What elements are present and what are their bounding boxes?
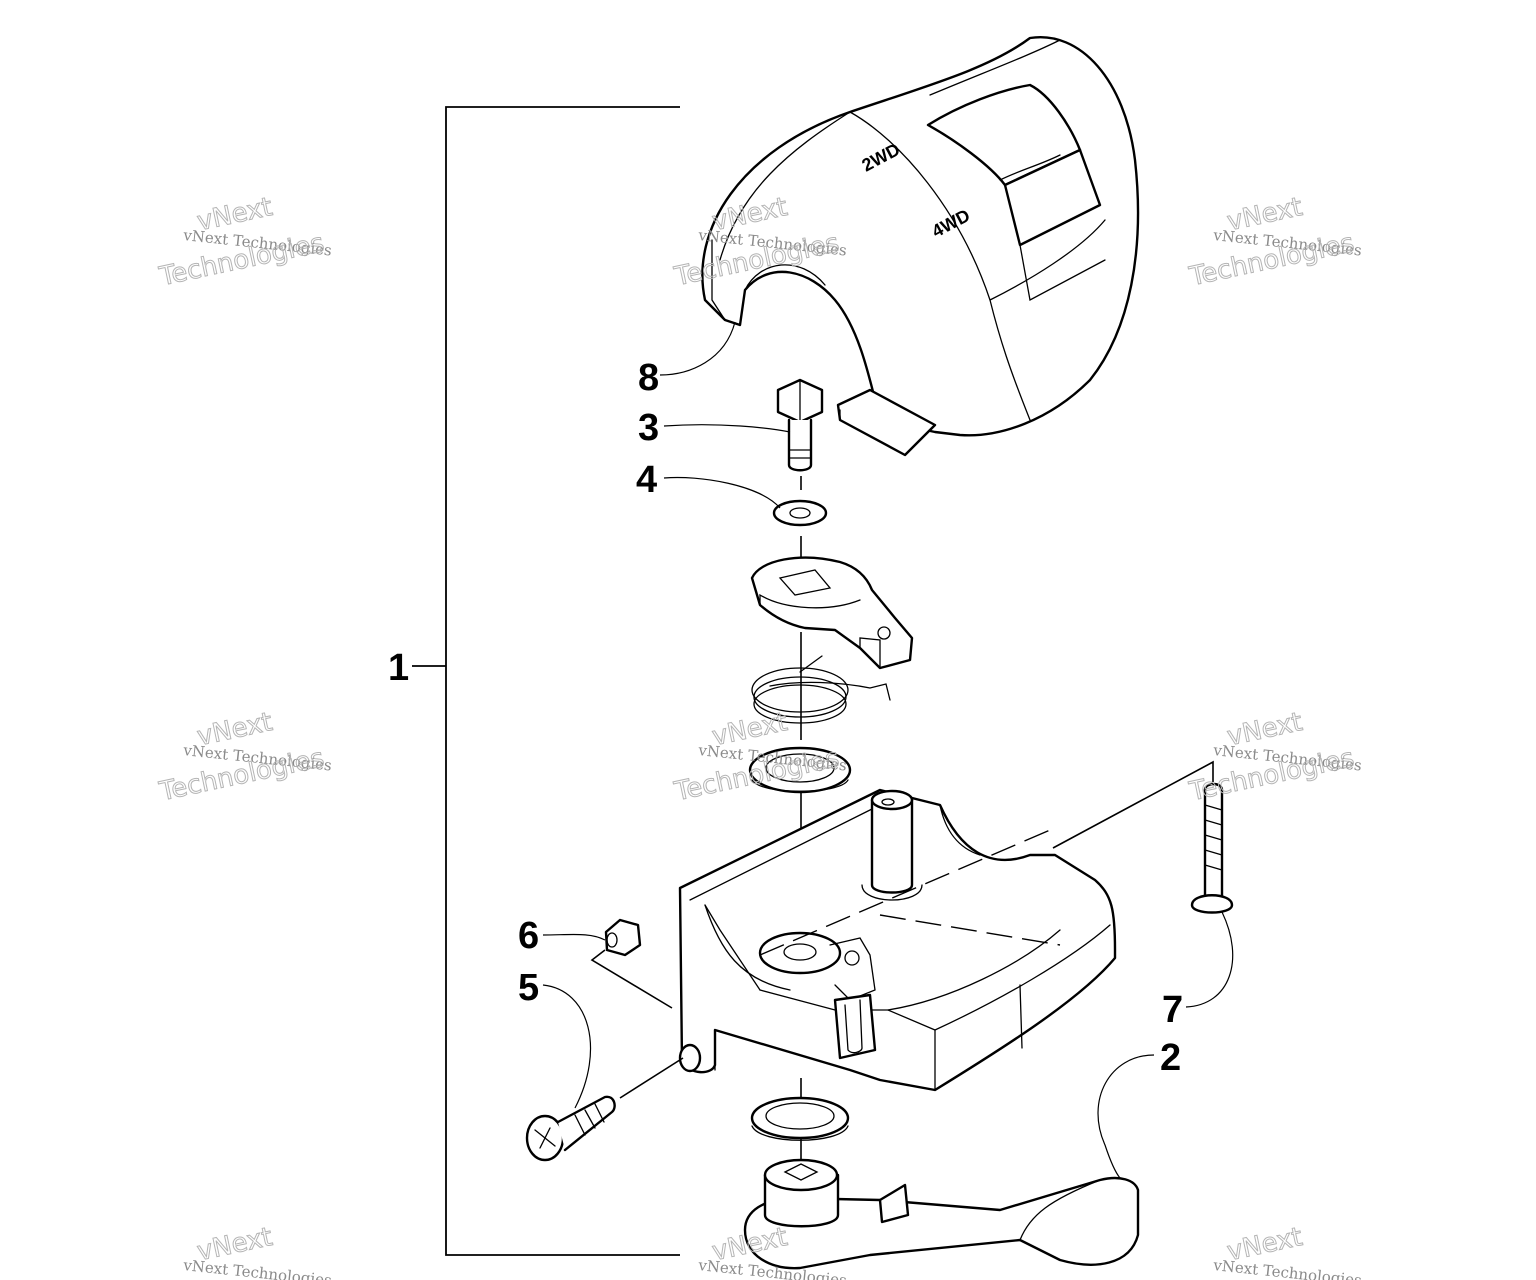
callout-5: 5: [518, 967, 539, 1009]
switch-housing-cover: 2WD 4WD: [701, 35, 1140, 457]
callout-4: 4: [636, 459, 657, 501]
hex-nut: [604, 918, 642, 957]
watermark: vNext Technologies vNext Technologies: [671, 707, 848, 808]
callout-1: 1: [388, 647, 409, 689]
leader-lines: [542, 321, 1234, 1179]
watermark: vNext Technologies vNext: [1212, 1222, 1363, 1280]
lock-washer: [772, 499, 828, 527]
watermark: vNext Technologies vNext Technologies: [1186, 707, 1363, 808]
assembly-lines: [590, 760, 1214, 1099]
assembly-bracket: [412, 106, 680, 1256]
callout-8: 8: [638, 357, 659, 399]
lower-bushing: [750, 1096, 850, 1141]
watermark: vNext Technologies vNext Technologies: [1186, 192, 1363, 293]
callout-6: 6: [518, 915, 539, 957]
flat-head-screw: [1190, 782, 1234, 914]
upper-bushing: [748, 746, 852, 794]
callout-3: 3: [638, 407, 659, 449]
watermark: vNext Technologies vNext Technologies: [156, 192, 333, 293]
callout-7: 7: [1162, 989, 1183, 1031]
callouts: 1 2 3 4 5 6 7 8: [388, 357, 1183, 1079]
watermark: vNext Technologies vNext Technologies: [156, 707, 333, 808]
switch-housing-base: [678, 788, 1117, 1092]
watermark: vNext Technologies vNext: [182, 1222, 333, 1280]
hex-bolt: [776, 378, 824, 472]
pan-head-screw: [525, 1095, 616, 1162]
detent-cam-plate: [750, 556, 914, 670]
callout-2: 2: [1160, 1037, 1181, 1079]
torsion-spring: [751, 655, 891, 724]
shift-lever: [743, 1158, 1140, 1270]
